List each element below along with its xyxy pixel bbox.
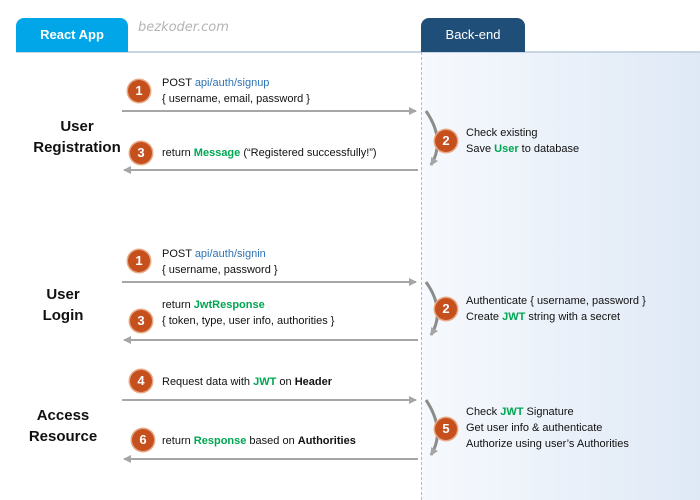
bold-text: Header	[294, 376, 333, 388]
step-registration-process-text: Check existing Save User to database	[466, 125, 579, 157]
step-signin-request-text: POST api/auth/signin { username, passwor…	[162, 246, 278, 278]
step-badge: 2	[435, 298, 457, 320]
text-part: Authorize using user’s Authorities	[466, 438, 629, 450]
text-part: based on	[246, 435, 298, 447]
highlight-text: JWT	[500, 406, 524, 418]
text-part: return	[162, 299, 194, 311]
backend-tab: Back-end	[421, 18, 525, 52]
step-badge: 4	[130, 370, 152, 392]
step-resource-process-text: Check JWT Signature Get user info & auth…	[466, 404, 629, 452]
highlight-text: JWT	[502, 311, 526, 323]
text-part: { token, type, user info, authorities }	[162, 315, 335, 327]
label-line: Registration	[33, 139, 121, 156]
label-line: User	[60, 118, 94, 135]
text-part: Request data with	[162, 376, 254, 388]
text-part: return	[162, 435, 194, 447]
endpoint-signup: api/auth/signup	[194, 77, 270, 89]
highlight-text: Response	[193, 435, 247, 447]
endpoint-signin: api/auth/signin	[194, 248, 266, 260]
watermark: bezkoder.com	[138, 20, 229, 35]
text-part: return	[162, 147, 194, 159]
text-part: string with a secret	[525, 311, 621, 323]
step-signup-response-text: return Message (“Registered successfully…	[162, 145, 377, 161]
step-badge: 6	[132, 429, 154, 451]
highlight-text: JWT	[253, 376, 277, 388]
highlight-text: User	[494, 143, 519, 155]
step-login-process-text: Authenticate { username, password } Crea…	[466, 293, 646, 325]
label-line: Resource	[28, 428, 98, 445]
text-part: Authenticate { username, password }	[466, 295, 646, 307]
label-line: Access	[36, 407, 90, 424]
section-label-access: Access Resource	[8, 405, 118, 447]
react-app-tab: React App	[16, 18, 128, 52]
text-part: Create	[466, 311, 503, 323]
text-part: to database	[518, 143, 580, 155]
section-label-login: User Login	[8, 284, 118, 326]
step-resource-request-text: Request data with JWT on Header	[162, 374, 332, 390]
text-part: on	[276, 376, 295, 388]
highlight-text: Message	[193, 147, 241, 159]
step-badge: 3	[130, 142, 152, 164]
step-resource-response-text: return Response based on Authorities	[162, 433, 356, 449]
step-badge: 5	[435, 418, 457, 440]
text-part: POST	[162, 77, 195, 89]
label-line: Login	[42, 307, 84, 324]
step-badge: 2	[435, 130, 457, 152]
step-badge: 3	[130, 310, 152, 332]
header-rule	[16, 51, 700, 53]
label-line: User	[46, 286, 80, 303]
text-part: { username, email, password }	[162, 93, 310, 105]
highlight-text: JwtResponse	[193, 299, 265, 311]
text-part: Signature	[523, 406, 574, 418]
step-signup-request-text: POST api/auth/signup { username, email, …	[162, 75, 310, 107]
text-part: Check	[466, 406, 501, 418]
text-part: (“Registered successfully!”)	[240, 147, 377, 159]
step-badge: 1	[128, 80, 150, 102]
text-part: POST	[162, 248, 195, 260]
backend-panel	[421, 52, 700, 500]
text-part: Check existing	[466, 127, 538, 139]
section-label-registration: User Registration	[22, 116, 132, 158]
text-part: Save	[466, 143, 495, 155]
text-part: { username, password }	[162, 264, 278, 276]
text-part: Get user info & authenticate	[466, 422, 603, 434]
lane-divider	[421, 52, 422, 500]
bold-text: Authorities	[297, 435, 356, 447]
step-badge: 1	[128, 250, 150, 272]
step-signin-response-text: return JwtResponse { token, type, user i…	[162, 297, 334, 329]
